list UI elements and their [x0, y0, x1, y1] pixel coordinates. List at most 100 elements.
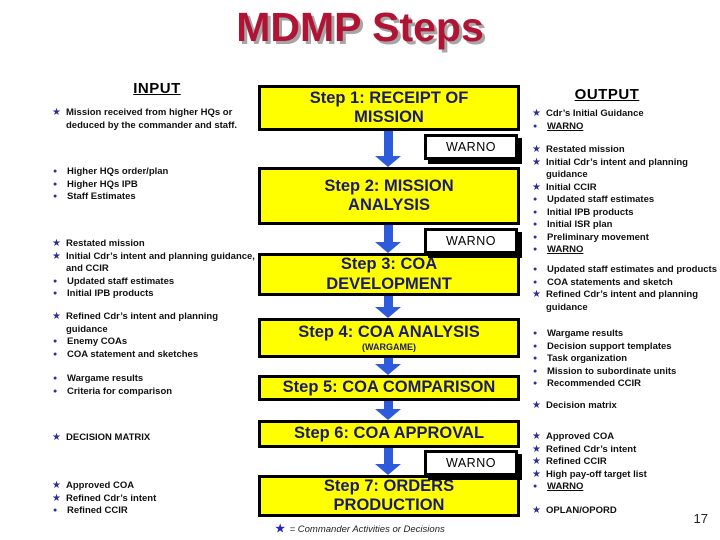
- bullet-item: ★ Refined Cdr’s intent and planning guida…: [532, 289, 718, 314]
- star-bullet-icon: ★: [532, 400, 541, 411]
- dot-bullet-icon: ●: [533, 208, 538, 216]
- bullet-item-label: Initial Cdr’s intent and planning guidan…: [546, 156, 688, 181]
- star-bullet-icon: ★: [532, 144, 541, 155]
- step-box-5: Step 5: COA COMPARISON: [258, 375, 520, 401]
- bullet-item-label: COA statements and sketch: [547, 276, 673, 288]
- input-header: INPUT: [133, 80, 181, 97]
- bullet-item: ● Criteria for comparison: [52, 386, 262, 399]
- warno-label: WARNO: [446, 140, 496, 154]
- dot-bullet-icon: ●: [533, 122, 538, 130]
- input-column: INPUT ★Mission received from higher HQs …: [52, 0, 262, 540]
- legend-text: = Commander Activities or Decisions: [289, 524, 445, 535]
- step-label: MISSION: [354, 108, 424, 126]
- bullet-item-label: WARNO: [547, 120, 584, 132]
- bullet-item: ● COA statements and sketch: [532, 277, 718, 290]
- bullet-item: ★ Refined CCIR: [532, 456, 718, 469]
- bullet-item-label: Higher HQs IPB: [67, 178, 138, 190]
- bullet-item: ● Higher HQs IPB: [52, 179, 262, 192]
- bullet-item-label: Mission received from higher HQs or dedu…: [66, 107, 238, 131]
- bullet-item-label: Initial ISR plan: [547, 219, 613, 230]
- bullet-group: ●Updated staff estimates and products● CO…: [532, 264, 718, 314]
- bullet-group: ★Approved COA★Refined Cdr’s intent★Refin…: [532, 431, 718, 494]
- dot-bullet-icon: ●: [533, 342, 538, 350]
- arrow-stem: [383, 401, 393, 409]
- bullet-group: ●Wargame results● Criteria for comparison: [52, 373, 262, 398]
- down-arrow-icon: [375, 131, 401, 167]
- step-label: Step 5: COA COMPARISON: [282, 378, 496, 397]
- bullet-group: ★Approved COA★Refined Cdr’s intent●Refin…: [52, 480, 262, 518]
- bullet-item-label: Refined CCIR: [546, 456, 607, 467]
- bullet-item-label: Enemy COAs: [67, 336, 128, 347]
- bullet-item-label: COA statement and sketches: [67, 348, 199, 360]
- bullet-item-label: Higher HQs order/plan: [67, 166, 169, 177]
- down-arrow-icon: [375, 448, 401, 475]
- step-label: PRODUCTION: [333, 496, 445, 514]
- bullet-item-label: Refined Cdr’s intent: [66, 492, 157, 504]
- bullet-group: ● Higher HQs order/plan ● Higher HQs IPB● St…: [52, 166, 262, 204]
- bullet-item-label: Criteria for comparison: [67, 385, 173, 397]
- down-arrow-icon: [375, 296, 401, 318]
- bullet-item: ★Mission received from higher HQs or ded…: [52, 107, 262, 132]
- bullet-item-label: Initial Cdr’s intent and planning guidan…: [66, 250, 255, 275]
- bullet-item: ★ High pay-off target list: [532, 469, 718, 482]
- bullet-item-label: Task organization: [547, 353, 628, 364]
- bullet-group: ★Refined Cdr’s intent and planning guida…: [52, 311, 262, 361]
- step-box-4: Step 4: COA ANALYSIS(WARGAME): [258, 318, 520, 358]
- star-bullet-icon: ★: [532, 456, 541, 467]
- bullet-item: ●Updated staff estimates and products: [532, 264, 718, 277]
- bullet-group: ★Mission received from higher HQs or ded…: [52, 107, 262, 132]
- bullet-item: ★OPLAN/OPORD: [532, 505, 718, 518]
- star-bullet-icon: ★: [532, 108, 541, 119]
- star-bullet-icon: ★: [532, 289, 541, 300]
- bullet-group: ★Decision matrix: [532, 400, 718, 413]
- star-bullet-icon: ★: [532, 468, 541, 480]
- dot-bullet-icon: ●: [533, 278, 538, 286]
- bullet-item-label: Initial CCIR: [546, 181, 597, 193]
- star-bullet-icon: ★: [52, 432, 61, 443]
- bullet-item-label: WARNO: [547, 244, 584, 255]
- bullet-group: ★Cdr’s Initial Guidance●WARNO: [532, 108, 718, 133]
- arrow-head: [375, 307, 401, 318]
- star-bullet-icon: ★: [532, 181, 541, 193]
- arrow-stem: [383, 358, 393, 364]
- warno-label: WARNO: [446, 234, 496, 248]
- step-box-6: Step 6: COA APPROVAL: [258, 420, 520, 448]
- bullet-item-label: Updated staff estimates: [67, 275, 175, 287]
- bullet-item-label: Decision support templates: [547, 340, 672, 352]
- bullet-item-label: Initial IPB products: [67, 288, 154, 299]
- bullet-item-label: WARNO: [547, 481, 584, 492]
- bullet-item-label: Refined Cdr’s intent and planning guidan…: [66, 311, 218, 335]
- star-bullet-icon: ★: [52, 250, 61, 262]
- dot-bullet-icon: ●: [53, 193, 58, 200]
- bullet-item: ● Initial IPB products: [52, 288, 262, 301]
- bullet-item-label: Staff Estimates: [67, 191, 136, 202]
- output-header: OUTPUT: [574, 86, 640, 103]
- bullet-item-label: Recommended CCIR: [547, 378, 641, 389]
- commander-star-icon: ★: [275, 523, 286, 535]
- dot-bullet-icon: ●: [533, 266, 538, 273]
- dot-bullet-icon: ●: [533, 330, 538, 337]
- bullet-item: ★ Initial Cdr’s intent and planning guida…: [52, 251, 262, 276]
- page-number: 17: [693, 511, 708, 526]
- footer-legend: ★ = Commander Activities or Decisions: [0, 519, 720, 537]
- bullet-item: ● Staff Estimates: [52, 191, 262, 204]
- bullet-item: ●Wargame results: [52, 373, 262, 386]
- bullet-item: ●WARNO: [532, 481, 718, 494]
- bullet-item-label: Updated staff estimates: [547, 194, 655, 205]
- dot-bullet-icon: ●: [53, 180, 58, 188]
- warno-label: WARNO: [446, 456, 496, 470]
- bullet-item-label: High pay-off target list: [546, 468, 647, 480]
- bullet-item: ★Refined Cdr’s intent: [52, 493, 262, 506]
- dot-bullet-icon: ●: [53, 290, 58, 297]
- bullet-item-label: Restated mission: [66, 238, 145, 249]
- down-arrow-icon: [375, 358, 401, 375]
- dot-bullet-icon: ●: [53, 387, 58, 395]
- warno-callout: WARNO: [424, 228, 518, 254]
- bullet-item: ★Decision matrix: [532, 400, 718, 413]
- bullet-item-label: Refined Cdr’s intent and planning guidan…: [546, 289, 698, 313]
- dot-bullet-icon: ●: [533, 367, 538, 375]
